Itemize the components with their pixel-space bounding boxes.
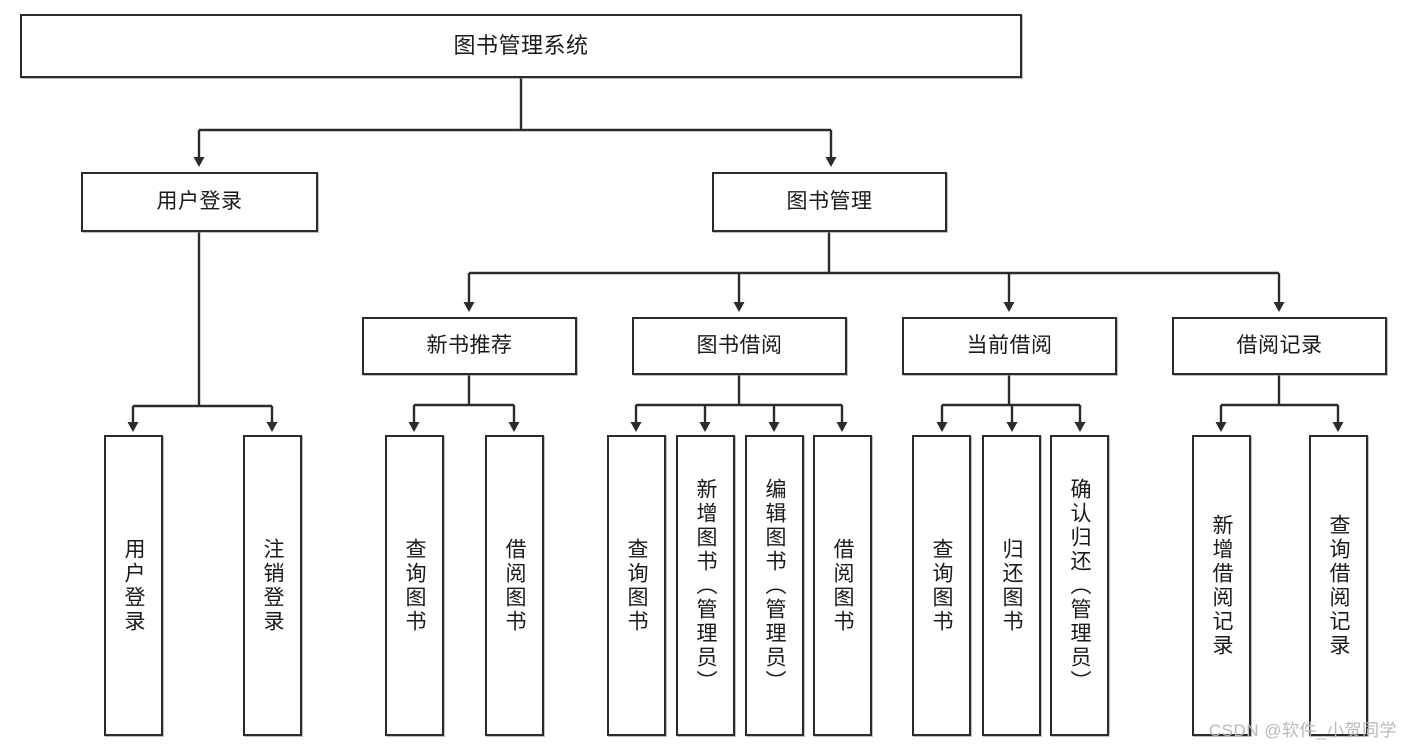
node-leaf-query-book-3[interactable]: 查询图书 (912, 435, 971, 736)
node-leaf-query-book-1[interactable]: 查询图书 (385, 435, 444, 736)
node-leaf-confirm-return-label: 确认归还（管理员） (1068, 477, 1091, 694)
node-book-borrow-label: 图书借阅 (696, 334, 783, 358)
node-leaf-add-book-label: 新增图书（管理员） (694, 477, 717, 694)
node-leaf-confirm-return[interactable]: 确认归还（管理员） (1050, 435, 1109, 736)
node-new-book-recommend[interactable]: 新书推荐 (362, 317, 577, 375)
node-leaf-borrow-book-2[interactable]: 借阅图书 (813, 435, 872, 736)
node-leaf-logout[interactable]: 注销登录 (243, 435, 302, 736)
node-leaf-edit-book-label: 编辑图书（管理员） (763, 477, 786, 694)
node-leaf-user-login-label: 用户登录 (122, 537, 145, 634)
node-borrow-record[interactable]: 借阅记录 (1172, 317, 1387, 375)
node-leaf-add-record-label: 新增借阅记录 (1210, 513, 1233, 658)
node-leaf-borrow-book-1[interactable]: 借阅图书 (485, 435, 544, 736)
node-current-borrow[interactable]: 当前借阅 (902, 317, 1117, 375)
node-root-label: 图书管理系统 (453, 32, 589, 58)
watermark: CSDN @软件_小贺同学 (1208, 721, 1397, 740)
node-leaf-query-book-2-label: 查询图书 (625, 537, 648, 634)
node-leaf-add-book[interactable]: 新增图书（管理员） (676, 435, 735, 736)
node-book-manage-label: 图书管理 (786, 190, 873, 214)
node-leaf-query-book-3-label: 查询图书 (930, 537, 953, 634)
node-leaf-borrow-book-2-label: 借阅图书 (831, 537, 854, 634)
node-book-borrow[interactable]: 图书借阅 (632, 317, 847, 375)
node-root[interactable]: 图书管理系统 (20, 14, 1022, 78)
node-leaf-return-book-label: 归还图书 (1000, 537, 1023, 634)
node-user-login-label: 用户登录 (156, 190, 243, 214)
node-leaf-query-book-2[interactable]: 查询图书 (607, 435, 666, 736)
node-leaf-user-login[interactable]: 用户登录 (104, 435, 163, 736)
node-borrow-record-label: 借阅记录 (1236, 334, 1323, 358)
node-leaf-edit-book[interactable]: 编辑图书（管理员） (745, 435, 804, 736)
node-leaf-return-book[interactable]: 归还图书 (982, 435, 1041, 736)
node-book-manage[interactable]: 图书管理 (712, 172, 947, 232)
node-leaf-query-record[interactable]: 查询借阅记录 (1309, 435, 1368, 736)
node-leaf-query-record-label: 查询借阅记录 (1327, 513, 1350, 658)
node-leaf-logout-label: 注销登录 (261, 537, 284, 634)
node-leaf-borrow-book-1-label: 借阅图书 (503, 537, 526, 634)
node-user-login[interactable]: 用户登录 (81, 172, 318, 232)
node-current-borrow-label: 当前借阅 (966, 334, 1053, 358)
node-leaf-query-book-1-label: 查询图书 (403, 537, 426, 634)
node-new-book-recommend-label: 新书推荐 (426, 334, 513, 358)
node-leaf-add-record[interactable]: 新增借阅记录 (1192, 435, 1251, 736)
